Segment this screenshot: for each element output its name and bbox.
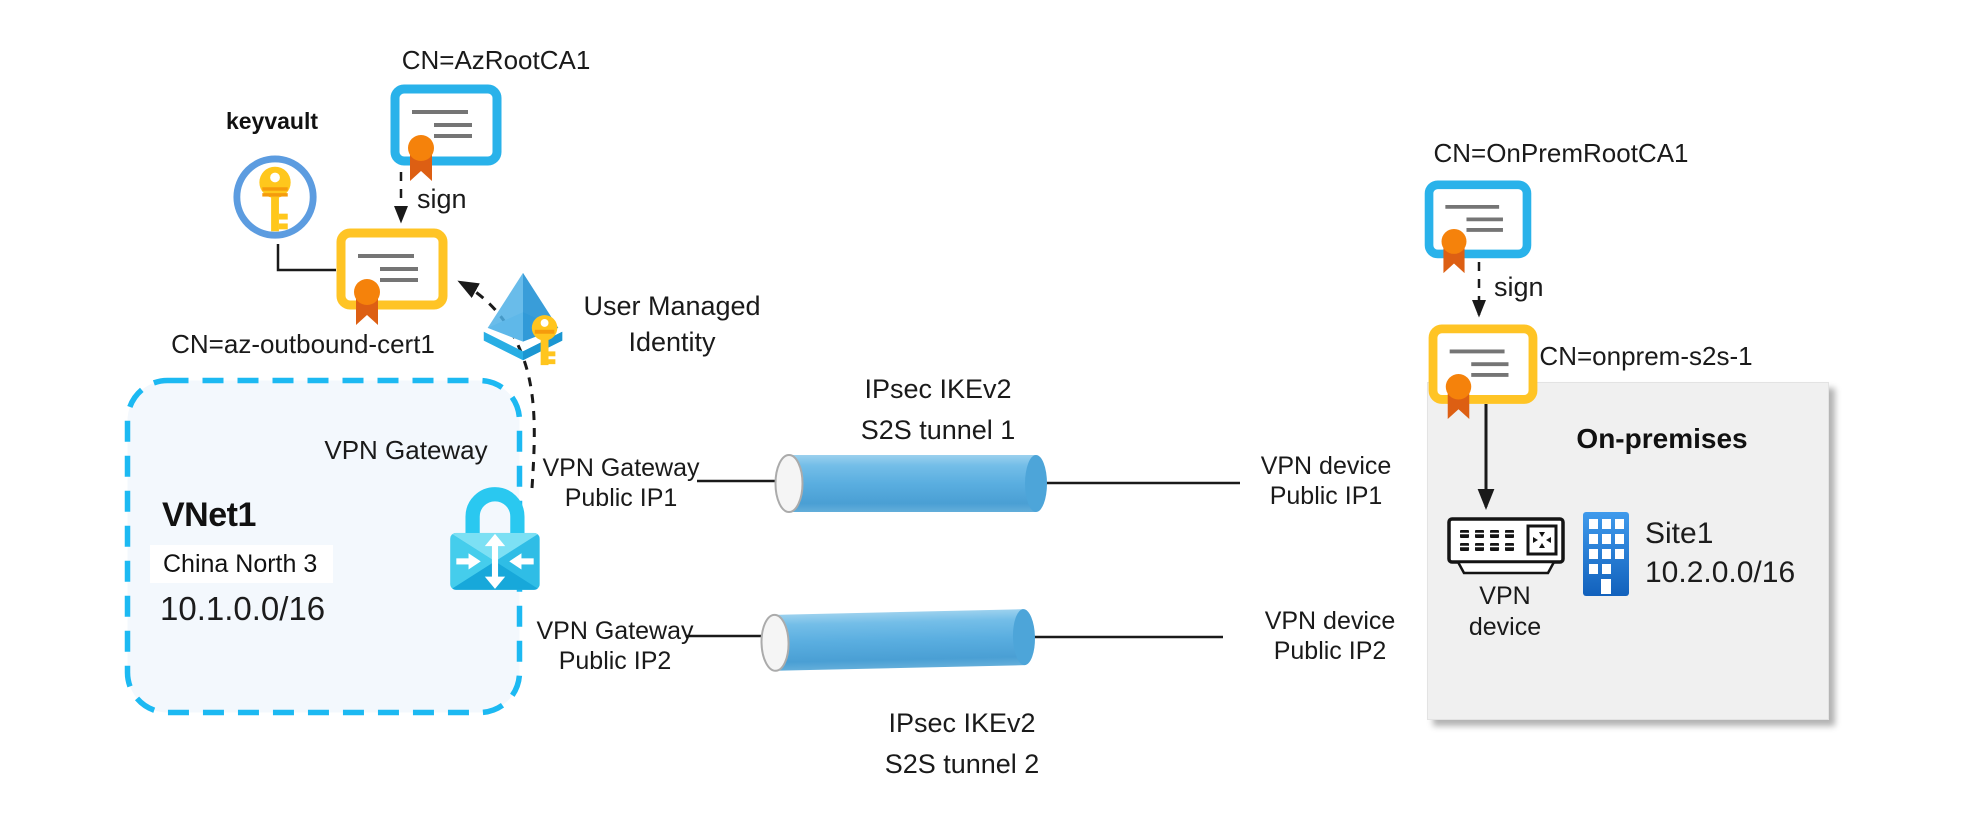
onprem-title: On-premises — [1576, 423, 1748, 454]
azure-root-ca-certificate-icon — [390, 84, 502, 181]
tunnel1-right-label: VPN device Public IP1 — [1260, 452, 1392, 510]
umi-cert-dashed-arrow — [457, 280, 536, 489]
vpn-device-label: VPN device — [1468, 582, 1542, 641]
vpn-gateway-icon — [450, 487, 540, 590]
onprem-sign-label: sign — [1494, 272, 1544, 302]
keyvault-icon — [233, 155, 317, 239]
onprem-s2s-certificate-icon — [1428, 324, 1538, 420]
tunnel1-left-label: VPN Gateway Public IP1 — [542, 454, 700, 512]
umi-label: User Managed Identity — [583, 291, 761, 357]
tunnel2-right-label: VPN device Public IP2 — [1264, 607, 1396, 665]
keyvault-label: keyvault — [225, 108, 319, 134]
azure-sign-label: sign — [417, 184, 467, 214]
site-cidr: 10.2.0.0/16 — [1645, 556, 1796, 589]
tunnel2-title: IPsec IKEv2 S2S tunnel 2 — [884, 708, 1040, 779]
vnet-name: VNet1 — [162, 496, 256, 534]
keyvault-cert-connector — [276, 244, 336, 272]
vnet-region-badge: China North 3 — [150, 545, 333, 583]
tunnel1-title: IPsec IKEv2 S2S tunnel 1 — [860, 374, 1016, 445]
vpn-gateway-label: VPN Gateway — [324, 435, 488, 465]
site-building-icon — [1583, 512, 1629, 596]
onprem-cert-label: CN=onprem-s2s-1 — [1539, 341, 1753, 371]
onprem-root-ca-label: CN=OnPremRootCA1 — [1433, 138, 1689, 168]
site-label: Site1 10.2.0.0/16 — [1645, 514, 1795, 592]
vpn-device-icon — [1447, 517, 1565, 575]
user-managed-identity-icon — [483, 272, 563, 366]
onprem-root-ca-certificate-icon — [1424, 180, 1532, 274]
tunnel1-cylinder — [774, 454, 1047, 513]
azure-root-ca-label: CN=AzRootCA1 — [401, 45, 591, 75]
azure-outbound-certificate-icon — [336, 228, 448, 325]
vnet-cidr: 10.1.0.0/16 — [160, 590, 326, 627]
azure-outbound-cert-label: CN=az-outbound-cert1 — [171, 329, 435, 359]
tunnel2-left-label: VPN Gateway Public IP2 — [536, 617, 694, 675]
site-name: Site1 — [1645, 517, 1714, 550]
tunnel2-cylinder — [760, 609, 1035, 672]
